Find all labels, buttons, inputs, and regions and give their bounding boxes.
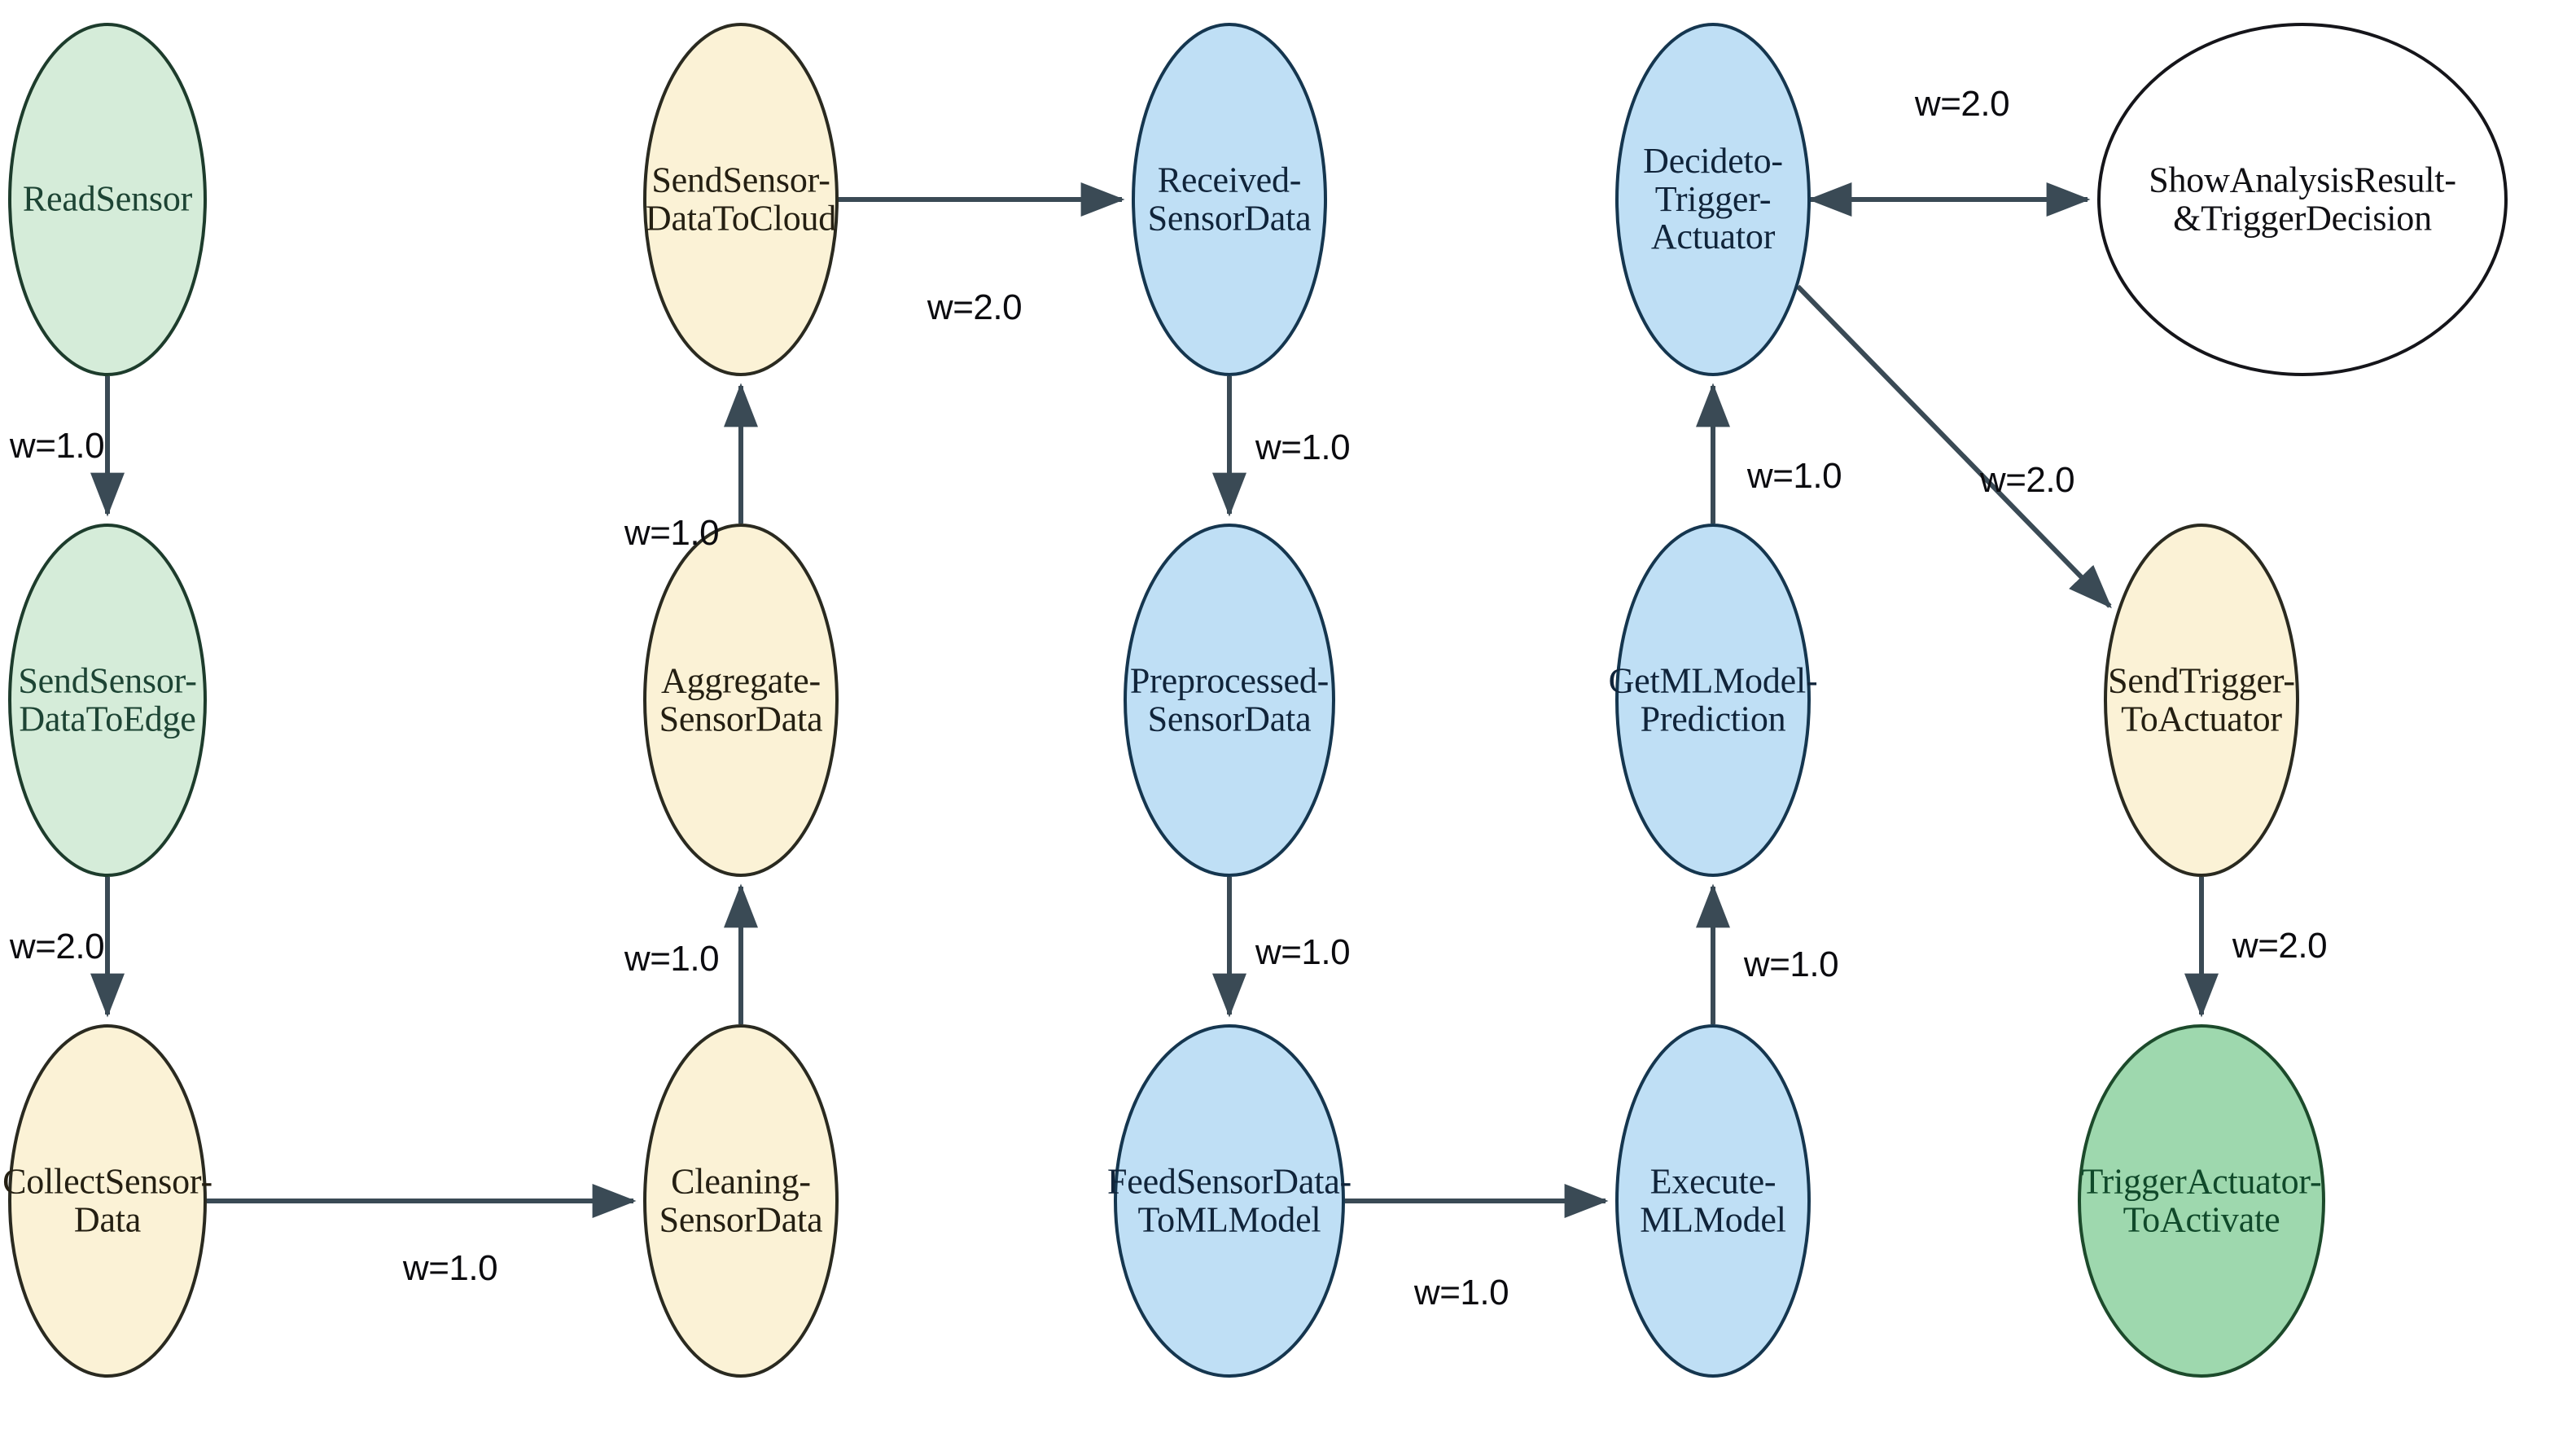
edge-weight-label: w=1.0 (1255, 427, 1351, 467)
nodes-group (8, 23, 2508, 1378)
edge-DecidetoTriggerActuator-to-SendTriggerToActuator (1796, 284, 2112, 609)
node-SendSensorDataToEdge[interactable] (8, 524, 207, 877)
node-CleaningSensorData[interactable] (643, 1024, 839, 1378)
node-ExecuteMLModel[interactable] (1615, 1024, 1811, 1378)
edge-weight-label: w=1.0 (1255, 932, 1351, 972)
edge-weight-label: w=1.0 (1746, 456, 1842, 496)
node-SendSensorDataToCloud[interactable] (643, 23, 839, 376)
node-CollectSensorData[interactable] (8, 1024, 207, 1378)
edge-weight-label: w=2.0 (1979, 460, 2075, 500)
node-ReceivedSensorData[interactable] (1132, 23, 1327, 376)
edge-weight-label: w=2.0 (1914, 84, 2010, 124)
edges-group (90, 182, 2219, 1218)
edge-weight-label: w=1.0 (402, 1248, 498, 1288)
node-GetMLModelPrediction[interactable] (1615, 524, 1811, 877)
node-DecidetoTriggerActuator[interactable] (1615, 23, 1811, 376)
edge-weight-label: w=2.0 (9, 927, 105, 966)
edge-weight-label: w=1.0 (624, 513, 720, 553)
edge-weight-label: w=1.0 (1743, 944, 1839, 984)
edge-weight-label: w=1.0 (624, 939, 720, 979)
node-TriggerActuatorToActivate[interactable] (2078, 1024, 2325, 1378)
edge-weight-label: w=1.0 (9, 426, 105, 466)
edge-weight-label: w=1.0 (1413, 1273, 1509, 1312)
node-ShowAnalysisResultTriggerDecision[interactable] (2097, 23, 2508, 376)
node-ReadSensor[interactable] (8, 23, 207, 376)
edge-weight-label: w=2.0 (2232, 926, 2328, 966)
node-PreprocessedSensorData[interactable] (1124, 524, 1335, 877)
node-SendTriggerToActuator[interactable] (2104, 524, 2299, 877)
node-AggregateSensorData[interactable] (643, 524, 839, 877)
edge-weight-label: w=2.0 (927, 287, 1023, 327)
node-FeedSensorDataToMLModel[interactable] (1114, 1024, 1345, 1378)
